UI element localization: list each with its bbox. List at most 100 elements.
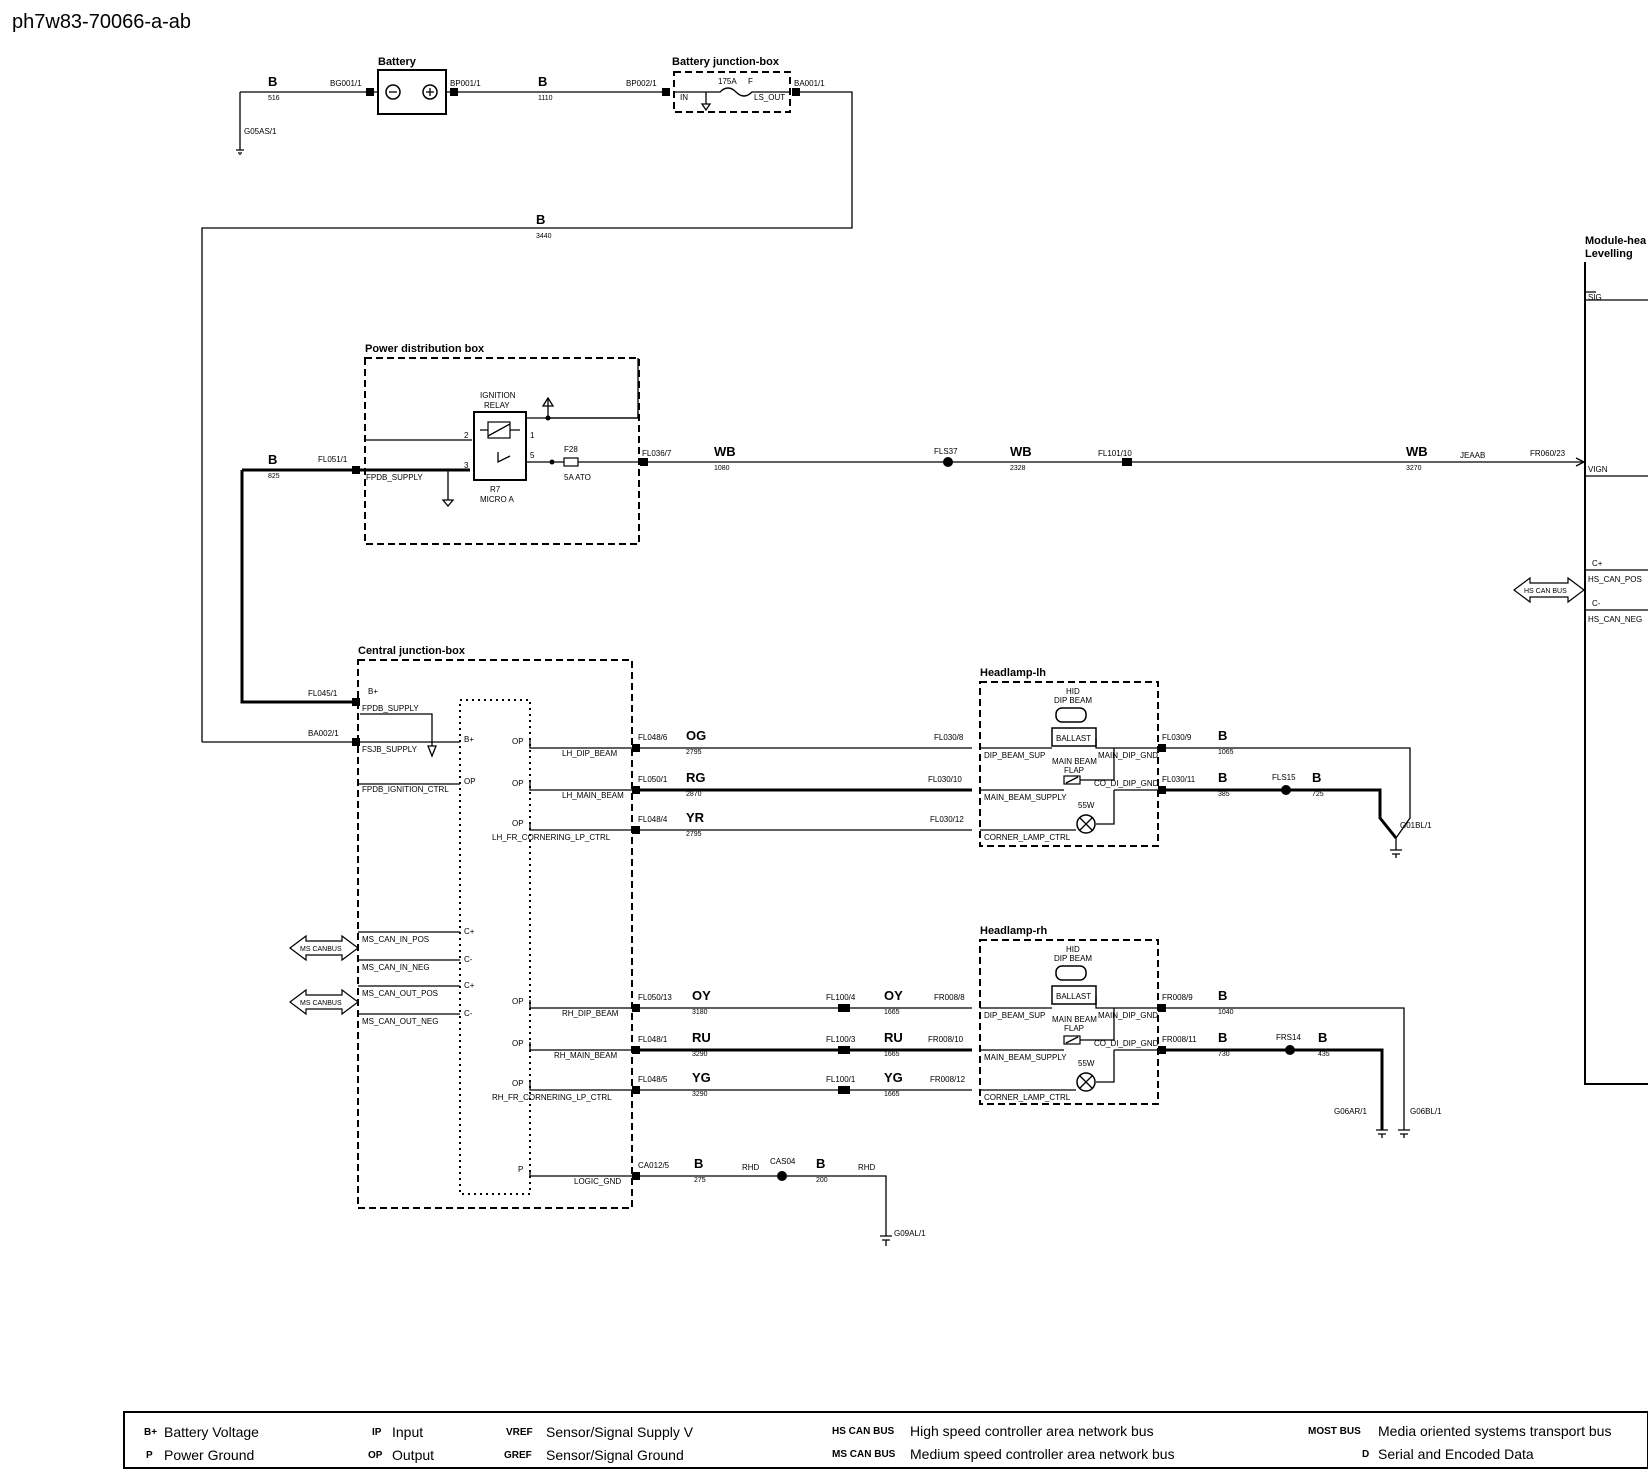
battery-symbol xyxy=(377,69,447,115)
legend-ms-key: MS CAN BUS xyxy=(832,1449,896,1460)
g05as-label: G05AS/1 xyxy=(244,127,277,136)
ignition-relay xyxy=(473,411,527,481)
pdb-fuse-rating: 5A ATO xyxy=(564,473,591,482)
wire-1665b-label: 1665 xyxy=(884,1051,900,1058)
fr008-11-label: FR008/11 xyxy=(1162,1035,1197,1044)
legend-ip-key: IP xyxy=(372,1427,382,1438)
g01bl-label: G01BL/1 xyxy=(1400,821,1432,830)
ms-can-in-neg-pin: MS_CAN_IN_NEG xyxy=(362,963,430,972)
g09al-label: G09AL/1 xyxy=(894,1229,926,1238)
wire-1665a-label: 1665 xyxy=(884,1009,900,1016)
central-junction-box: Central junction-box FL045/1 B+ FPDB_SUP… xyxy=(202,645,633,1209)
fpdb-ign-pin: FPDB_IGNITION_CTRL xyxy=(362,785,449,794)
wire-b-label: B xyxy=(268,74,277,89)
legend-hs-desc: High speed controller area network bus xyxy=(910,1423,1154,1439)
legend-op-desc: Output xyxy=(392,1447,434,1463)
wire-1040-label: 1040 xyxy=(1218,1009,1234,1016)
fl050-13-label: FL050/13 xyxy=(638,993,672,1002)
fl036-label: FL036/7 xyxy=(642,449,672,458)
wire-yg2-label: YG xyxy=(884,1070,903,1085)
rh-dip-beam-label: DIP BEAM xyxy=(1054,954,1092,963)
ms-cplus-out: C+ xyxy=(464,981,475,990)
wire-1065-label: 1065 xyxy=(1218,749,1234,756)
g06ar-label: G06AR/1 xyxy=(1334,1107,1367,1116)
fl030-9-label: FL030/9 xyxy=(1162,733,1192,742)
bjb-in-pin: IN xyxy=(680,93,688,102)
lh-co-di-dip-gnd-pin: CO_DI_DIP_GND xyxy=(1094,779,1159,788)
fl048-1-label: FL048/1 xyxy=(638,1035,668,1044)
wire-og-label: OG xyxy=(686,728,706,743)
wire-b2-label: B xyxy=(538,74,547,89)
wire-3440-label: 3440 xyxy=(536,233,552,240)
legend-ms-desc: Medium speed controller area network bus xyxy=(910,1446,1175,1462)
sig-pin: SIG xyxy=(1588,293,1602,302)
fl030-10-label: FL030/10 xyxy=(928,775,962,784)
ms-can-in-pos-pin: MS_CAN_IN_POS xyxy=(362,935,429,944)
bjb-fuse-type: F xyxy=(748,77,753,86)
legend-d-key: D xyxy=(1362,1449,1369,1460)
cjb-op-lh-main: OP xyxy=(512,779,524,788)
bjb-ls-out-pin: LS_OUT xyxy=(754,93,785,102)
fls15-label: FLS15 xyxy=(1272,773,1296,782)
hs-cplus-pin: C+ xyxy=(1592,559,1603,568)
legend-gref-desc: Sensor/Signal Ground xyxy=(546,1447,684,1463)
ms-can-bus-label-1: MS CANBUS xyxy=(300,946,342,953)
rh-ground-wiring: FR008/9 B 1040 FR008/11 B 730 FRS14 B 43… xyxy=(1158,988,1442,1138)
fl050-1-label: FL050/1 xyxy=(638,775,668,784)
lh-ground-wiring: FL030/9 B 1065 FL030/11 B 385 FLS15 B 72… xyxy=(1158,728,1432,858)
wire-oy-label: OY xyxy=(692,988,711,1003)
wire-2328-label: 2328 xyxy=(1010,465,1026,472)
fr008-9-label: FR008/9 xyxy=(1162,993,1193,1002)
fl100-4-label: FL100/4 xyxy=(826,993,856,1002)
fpdb-supply-pin: FPDB_SUPPLY xyxy=(366,473,423,482)
wire-2795b-label: 2795 xyxy=(686,831,702,838)
cjb-op-lh-corner: OP xyxy=(512,819,524,828)
lh-main-dip-gnd-pin: MAIN_DIP_GND xyxy=(1098,751,1158,760)
cjb-title: Central junction-box xyxy=(358,645,466,657)
cjb-bplus2-pin: B+ xyxy=(464,735,474,744)
hl-rh-title: Headlamp-rh xyxy=(980,925,1048,937)
relay-title-1: IGNITION xyxy=(480,391,516,400)
wire-wb-label: WB xyxy=(714,444,736,459)
hs-can-bus-arrow xyxy=(1513,576,1585,604)
legend: B+ Battery Voltage P Power Ground IP Inp… xyxy=(123,1411,1648,1469)
wire-b7-label: B xyxy=(1312,770,1321,785)
bjb-title: Battery junction-box xyxy=(672,56,780,68)
wire-wb2-label: WB xyxy=(1010,444,1032,459)
rhd1-label: RHD xyxy=(742,1163,760,1172)
hs-can-bus-label: HS CAN BUS xyxy=(1524,588,1567,595)
rh-ballast-label: BALLAST xyxy=(1056,992,1091,1001)
fl045-label: FL045/1 xyxy=(308,689,338,698)
lh-hid-label: HID xyxy=(1066,687,1080,696)
fr008-10-label: FR008/10 xyxy=(928,1035,964,1044)
cas04-splice xyxy=(777,1171,787,1181)
ms-can-out-pos-pin: MS_CAN_OUT_POS xyxy=(362,989,438,998)
cjb-op-rh-corner: OP xyxy=(512,1079,524,1088)
lh-dip-sup-pin: DIP_BEAM_SUP xyxy=(984,751,1045,760)
ms-can-out-neg-pin: MS_CAN_OUT_NEG xyxy=(362,1017,438,1026)
wire-825-label: 825 xyxy=(268,473,280,480)
wire-1080-label: 1080 xyxy=(714,465,730,472)
hs-can-neg-pin: HS_CAN_NEG xyxy=(1588,615,1642,624)
rh-headlamp-wiring: FL050/13 OY 3180 FL100/4 OY 1665 FR008/8… xyxy=(632,988,972,1098)
rh-hid-label: HID xyxy=(1066,945,1080,954)
ca012-label: CA012/5 xyxy=(638,1161,670,1170)
wire-oy2-label: OY xyxy=(884,988,903,1003)
legend-gref-key: GREF xyxy=(504,1450,532,1461)
lh-main-pin: LH_MAIN_BEAM xyxy=(562,791,624,800)
module-headlamp-levelling: Module-hea Levelling SIG VIGN C+ HS_CAN_… xyxy=(1513,235,1648,1085)
ms-can-bus-label-2: MS CANBUS xyxy=(300,1000,342,1007)
wire-b9-label: B xyxy=(1218,1030,1227,1045)
pdb-title: Power distribution box xyxy=(365,343,485,355)
wire-725-label: 725 xyxy=(1312,791,1324,798)
lh-main-beam-label: MAIN BEAM xyxy=(1052,757,1097,766)
lh-dip-pin: LH_DIP_BEAM xyxy=(562,749,617,758)
legend-hs-key: HS CAN BUS xyxy=(832,1426,895,1437)
rh-corner-ctrl-pin: CORNER_LAMP_CTRL xyxy=(984,1093,1071,1102)
lh-main-sup-pin: MAIN_BEAM_SUPPLY xyxy=(984,793,1067,802)
wire-3180-label: 3180 xyxy=(692,1009,708,1016)
frs14-splice xyxy=(1285,1045,1295,1055)
fl030-12-label: FL030/12 xyxy=(930,815,964,824)
fls15-splice xyxy=(1281,785,1291,795)
